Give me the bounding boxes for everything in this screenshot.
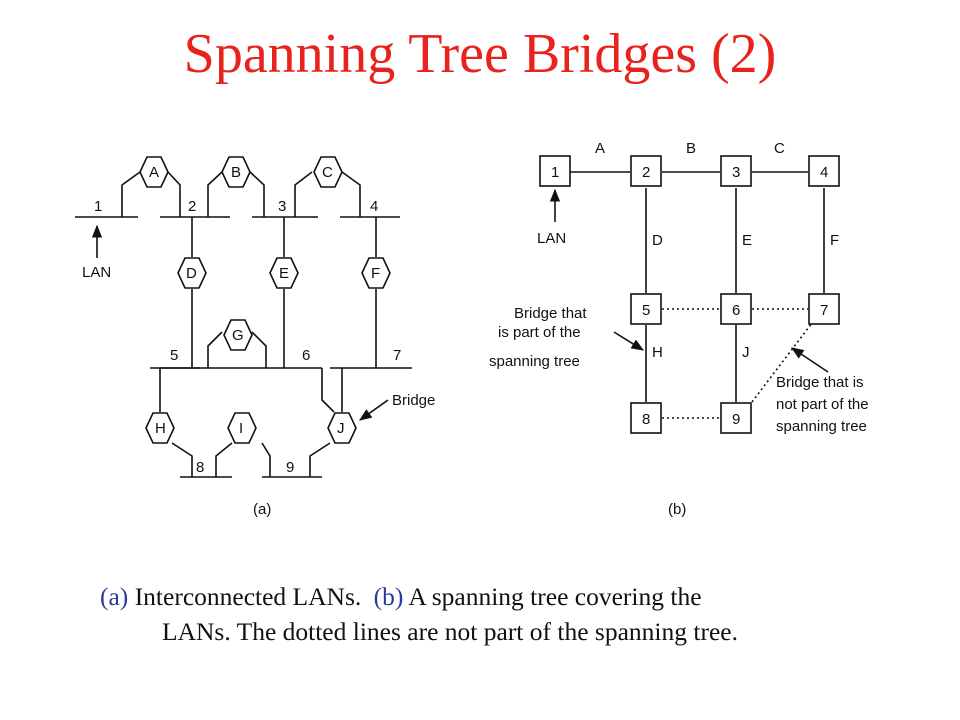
bridge-pointer-label: Bridge	[392, 392, 435, 409]
edge-label: D	[652, 232, 663, 249]
lan-number: 8	[196, 459, 204, 476]
lan-node-7	[808, 293, 840, 325]
lan-number: 5	[170, 347, 178, 364]
bridge-label: I	[239, 420, 243, 437]
lan-node-3	[720, 155, 752, 187]
node-label: 3	[732, 164, 740, 181]
lan-node-6	[720, 293, 752, 325]
node-label: 6	[732, 302, 740, 319]
caption-text-a: Interconnected LANs.	[134, 582, 362, 611]
edge-label: C	[774, 140, 785, 157]
lan-pointer-label: LAN	[82, 264, 111, 281]
figure-b-labels: 1 2 3 4 5 6 7 8 9 A B C D E F H J LAN Br…	[489, 140, 869, 518]
bridge-g	[223, 319, 253, 351]
node-label: 4	[820, 164, 828, 181]
lan-number: 2	[188, 198, 196, 215]
lan-node-8	[630, 402, 662, 434]
figure-a-interconnected-lans	[75, 156, 412, 478]
caption-line-1: (a) Interconnected LANs. (b) A spanning …	[100, 582, 702, 612]
bridge-label: A	[149, 164, 159, 181]
not-in-tree-note-line: Bridge that is	[776, 374, 864, 391]
lan-number: 6	[302, 347, 310, 364]
edge-label: B	[686, 140, 696, 157]
in-tree-note-line: Bridge that	[514, 305, 587, 322]
bridge-pointer-arrow	[358, 399, 389, 421]
bridge-label: C	[322, 164, 333, 181]
figure-a-labels: 1 2 3 4 5 6 7 8 9 A B C D E F G H I J LA…	[82, 164, 435, 518]
edge-label: F	[830, 232, 839, 249]
lan-number: 7	[393, 347, 401, 364]
lan-node-5	[630, 293, 662, 325]
caption-text-b: A spanning tree covering the	[408, 582, 702, 611]
caption-prefix-b: (b)	[373, 582, 404, 611]
caption-line-2: LANs. The dotted lines are not part of t…	[162, 617, 738, 646]
bridge-label: H	[155, 420, 166, 437]
node-label: 5	[642, 302, 650, 319]
edge-label: E	[742, 232, 752, 249]
bridge-c	[313, 156, 343, 188]
figure-b-spanning-tree	[539, 155, 840, 434]
bridge-label: D	[186, 265, 197, 282]
lan-node-4	[808, 155, 840, 187]
in-tree-note-line: is part of the	[498, 324, 581, 341]
lan-node-2	[630, 155, 662, 187]
node-label: 2	[642, 164, 650, 181]
bridge-label: J	[337, 420, 345, 437]
bridge-d	[177, 257, 207, 289]
bridge-e	[269, 257, 299, 289]
lan-node-9	[720, 402, 752, 434]
bridge-label: E	[279, 265, 289, 282]
edge-label: H	[652, 344, 663, 361]
bridge-f	[361, 257, 391, 289]
bridge-label: B	[231, 164, 241, 181]
not-in-tree-note-line: spanning tree	[776, 418, 867, 435]
bridge-a	[139, 156, 169, 188]
page-title: Spanning Tree Bridges (2)	[183, 23, 777, 85]
figure-a-label: (a)	[253, 501, 271, 518]
not-in-tree-pointer-arrow	[790, 347, 829, 373]
in-tree-note-line: spanning tree	[489, 353, 580, 370]
node-label: 8	[642, 411, 650, 428]
bridge-j	[327, 412, 357, 444]
lan-number: 4	[370, 198, 378, 215]
bridge-label: G	[232, 327, 244, 344]
figure-b-label: (b)	[668, 501, 686, 518]
lan-pointer-label-b: LAN	[537, 230, 566, 247]
edge-label: J	[742, 344, 750, 361]
not-in-tree-note-line: not part of the	[776, 396, 869, 413]
lan-node-1	[539, 155, 571, 187]
bridge-label: F	[371, 265, 380, 282]
lan-number: 3	[278, 198, 286, 215]
bridge-b	[221, 156, 251, 188]
node-label: 1	[551, 164, 559, 181]
node-label: 7	[820, 302, 828, 319]
bridge-h	[145, 412, 175, 444]
lan-number: 1	[94, 198, 102, 215]
in-tree-pointer-arrow	[613, 331, 645, 351]
lan-number: 9	[286, 459, 294, 476]
node-label: 9	[732, 411, 740, 428]
caption-prefix-a: (a)	[100, 582, 129, 611]
bridge-i	[227, 412, 257, 444]
edge-label: A	[595, 140, 605, 157]
